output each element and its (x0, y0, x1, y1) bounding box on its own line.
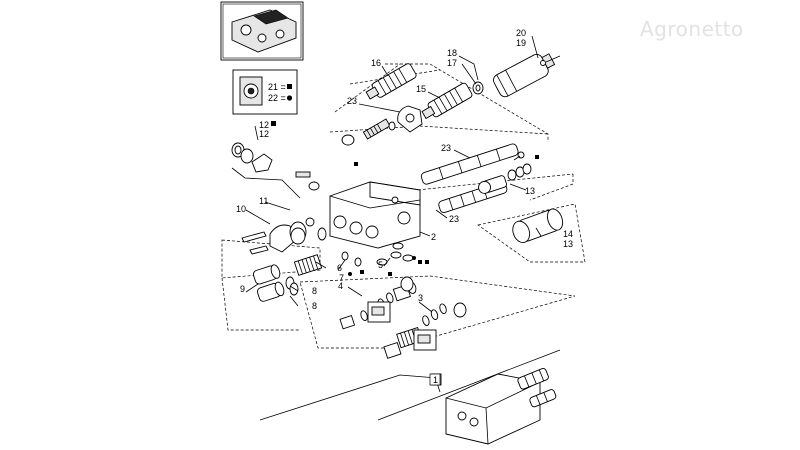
callout-13-lower: 13 (563, 239, 573, 249)
assembled-valve (430, 368, 557, 445)
lower-cartridges (339, 276, 467, 359)
callout-8-upper: 8 (312, 286, 317, 296)
overview-inset (220, 1, 304, 61)
left-parts (231, 142, 327, 302)
callout-10: 10 (236, 204, 246, 214)
callout-23-upper: 23 (347, 96, 357, 106)
callout-2: 2 (431, 232, 436, 242)
callout-12-square (271, 121, 276, 126)
callout-15: 15 (416, 84, 426, 94)
assembly-boundaries (221, 63, 586, 421)
legend-label-22: 22 = (268, 93, 286, 103)
callout-12-upper: 12 (259, 120, 269, 130)
legend-label-21: 21 = (268, 82, 286, 92)
callout-19: 19 (516, 38, 526, 48)
callout-5: 5 (378, 260, 383, 270)
callout-20: 20 (516, 28, 526, 38)
callout-14: 14 (563, 229, 573, 239)
callout-23-mid: 23 (441, 143, 451, 153)
callout-18: 18 (447, 48, 457, 58)
legend-dot-symbol (286, 95, 293, 101)
callout-8-lower: 8 (312, 301, 317, 311)
spool-group (420, 143, 564, 243)
callout-12-lower: 12 (259, 129, 269, 139)
watermark: Agronetto (640, 17, 744, 41)
callout-9: 9 (240, 284, 245, 294)
callout-23-lower: 23 (449, 214, 459, 224)
callout-7: 7 (339, 273, 344, 283)
callout-1: 1 (433, 375, 438, 385)
callout-16: 16 (371, 58, 381, 68)
seal-rings (341, 134, 539, 276)
callout-3: 3 (418, 293, 423, 303)
upper-cartridges (362, 53, 561, 140)
callout-labels: 20 19 18 17 16 15 23 23 23 13 14 13 2 12… (236, 28, 573, 386)
callout-6: 6 (337, 263, 342, 273)
legend-square-symbol (287, 84, 292, 89)
legend-inset: 21 = 22 = (232, 69, 298, 115)
callout-11: 11 (259, 196, 268, 206)
callout-17: 17 (447, 58, 457, 68)
callout-4: 4 (338, 281, 343, 291)
callout-1-box (429, 373, 441, 386)
callout-13-upper: 13 (525, 186, 535, 196)
valve-body (329, 181, 421, 249)
